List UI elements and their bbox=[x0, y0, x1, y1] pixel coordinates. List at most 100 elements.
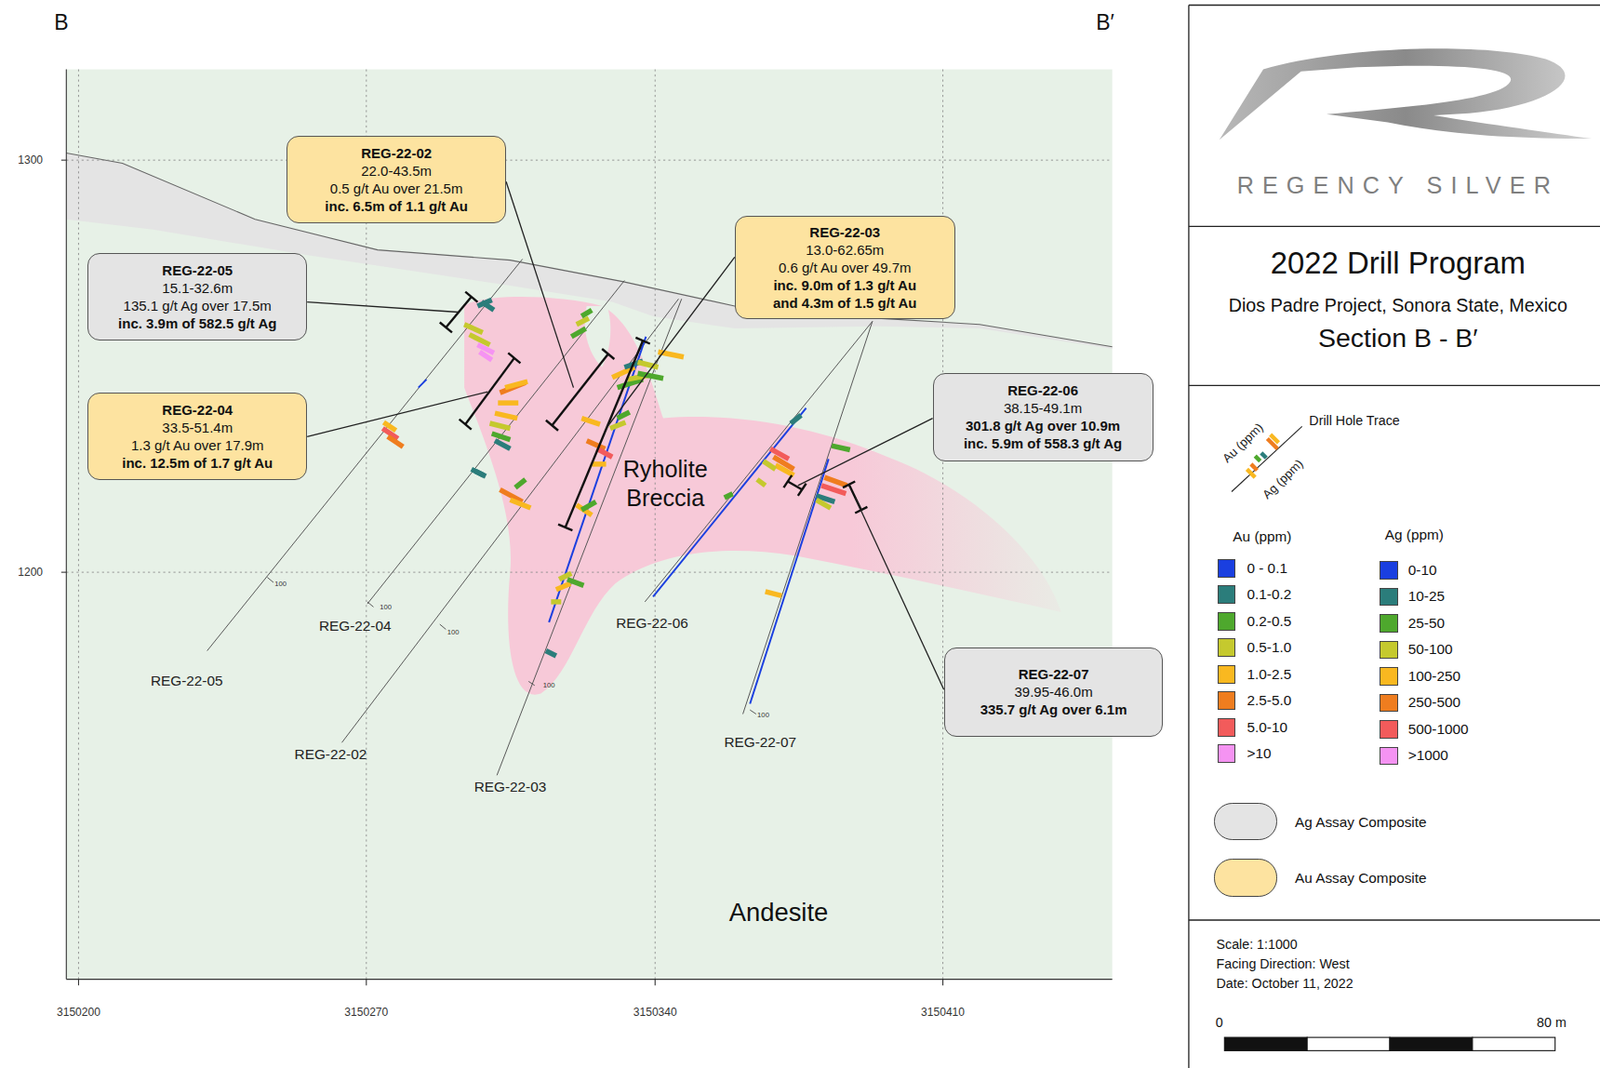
assay-text: 13.0-62.65m bbox=[805, 240, 884, 259]
hole-id: REG-22-07 bbox=[1018, 665, 1090, 683]
assay-bar bbox=[494, 440, 510, 450]
legend-text: 250-500 bbox=[1408, 694, 1461, 712]
legend-swatch bbox=[1217, 585, 1237, 604]
hole-id: REG-22-06 bbox=[1007, 381, 1079, 400]
leader-lines bbox=[306, 181, 944, 690]
assay-bar bbox=[763, 461, 776, 470]
assay-text: 135.1 g/t Ag over 17.5m bbox=[123, 296, 272, 315]
legend-text: 10-25 bbox=[1408, 588, 1445, 606]
assay-text: 38.15-49.1m bbox=[1003, 399, 1082, 417]
subtitle: Section B - B′ bbox=[1318, 322, 1479, 354]
assay-bar bbox=[757, 479, 766, 486]
assay-text: 39.95-46.0m bbox=[1013, 682, 1093, 701]
overburden bbox=[66, 152, 1112, 349]
section-end: B′ bbox=[1095, 10, 1115, 35]
assay-text: 301.8 g/t Ag over 10.9m bbox=[965, 416, 1120, 435]
legend-text: 0-10 bbox=[1408, 561, 1438, 579]
hole-id: REG-22-05 bbox=[161, 261, 233, 280]
assay-text: and 4.3m of 1.5 g/t Au bbox=[773, 293, 917, 312]
breccia-notch bbox=[585, 306, 612, 368]
assay-bar bbox=[515, 479, 526, 488]
map-note: Scale: 1:1000 bbox=[1216, 936, 1298, 952]
legend-swatch bbox=[1217, 638, 1237, 657]
assay-bar bbox=[610, 422, 626, 429]
axes bbox=[61, 69, 1113, 987]
depth-mark: 100 bbox=[757, 710, 770, 720]
assay-text: inc. 12.5m of 1.7 g/t Au bbox=[121, 453, 273, 472]
assay-bar bbox=[492, 433, 511, 440]
assay-text: inc. 5.9m of 558.3 g/t Ag bbox=[963, 434, 1122, 453]
legend-swatch bbox=[1217, 612, 1237, 631]
assay-bar bbox=[831, 445, 851, 450]
company-name: REGENCY SILVER bbox=[1237, 172, 1560, 200]
legend-swatch bbox=[1217, 559, 1237, 578]
legend-text: 2.5-5.0 bbox=[1246, 692, 1292, 709]
assay-bar bbox=[550, 599, 561, 604]
assay-bar bbox=[821, 485, 846, 494]
hole-id: REG-22-03 bbox=[809, 223, 880, 241]
assay-bar bbox=[816, 499, 831, 508]
legend-heading: Au (ppm) bbox=[1232, 528, 1292, 546]
legend-text: Drill Hole Trace bbox=[1308, 413, 1400, 428]
assay-text: 335.7 g/t Ag over 6.1m bbox=[980, 700, 1128, 719]
scale-value: 0 bbox=[1215, 1013, 1224, 1029]
assay-bar bbox=[480, 351, 493, 360]
hole-name: REG-22-03 bbox=[474, 779, 547, 797]
legend-swatch bbox=[1379, 666, 1399, 686]
assay-text: 22.0-43.5m bbox=[360, 161, 432, 180]
assay-bar bbox=[387, 436, 403, 447]
legend-text: 0.1-0.2 bbox=[1246, 586, 1292, 603]
assay-bar bbox=[770, 448, 789, 459]
assay-bar bbox=[546, 651, 557, 656]
legend-text: 0 - 0.1 bbox=[1246, 560, 1288, 577]
title: 2022 Drill Program bbox=[1270, 245, 1526, 281]
assay-bar bbox=[494, 413, 518, 418]
legend-swatch bbox=[1379, 613, 1399, 633]
low-assay-trace bbox=[418, 336, 829, 705]
assay-bar bbox=[481, 302, 494, 311]
assay-bar bbox=[571, 328, 586, 337]
assay-bar bbox=[581, 309, 592, 317]
assay-bar bbox=[638, 373, 664, 378]
assay-bar bbox=[597, 448, 613, 457]
assay-bar bbox=[497, 400, 519, 405]
map-note: Date: October 11, 2022 bbox=[1216, 975, 1354, 991]
depth-mark: 100 bbox=[543, 680, 556, 690]
axis-note: Ag (ppm) bbox=[1259, 456, 1306, 502]
assay-callout: REG-22-0433.5-51.4m1.3 g/t Au over 17.9m… bbox=[87, 392, 307, 480]
legend-swatch bbox=[1379, 720, 1399, 739]
depth-mark: 100 bbox=[274, 580, 287, 589]
legend-swatch bbox=[1217, 718, 1237, 737]
legend-swatch bbox=[1379, 693, 1399, 713]
assay-bar bbox=[383, 422, 396, 431]
assay-callout: REG-22-0515.1-32.6m135.1 g/t Ag over 17.… bbox=[87, 253, 307, 341]
hole-name: REG-22-06 bbox=[615, 614, 689, 632]
logo-swoosh bbox=[1219, 48, 1592, 140]
legend-text: 0.5-1.0 bbox=[1246, 639, 1292, 656]
assay-bar bbox=[490, 423, 511, 428]
northing-tick: 3150200 bbox=[56, 1006, 101, 1020]
assay-bar bbox=[591, 461, 606, 467]
hole-name: REG-22-05 bbox=[150, 673, 224, 691]
drill-hole-traces bbox=[207, 259, 873, 776]
legend-text: Ag Assay Composite bbox=[1294, 813, 1427, 831]
assay-callout: REG-22-0222.0-43.5m0.5 g/t Au over 21.5m… bbox=[286, 135, 507, 224]
elevation-tick: 1200 bbox=[17, 566, 43, 580]
hole-id: REG-22-02 bbox=[360, 144, 432, 162]
assay-callout: REG-22-0638.15-49.1m301.8 g/t Ag over 10… bbox=[933, 373, 1154, 461]
hole-id: REG-22-04 bbox=[161, 400, 233, 419]
assay-text: 33.5-51.4m bbox=[161, 418, 233, 437]
hole-name: REG-22-02 bbox=[294, 746, 368, 764]
elevation-tick: 1300 bbox=[17, 154, 43, 168]
assay-text: 0.5 g/t Au over 21.5m bbox=[330, 179, 464, 198]
legend-text: 500-1000 bbox=[1408, 720, 1469, 738]
legend-text: 25-50 bbox=[1408, 614, 1445, 632]
legend-swatch bbox=[1217, 744, 1237, 763]
map-note: Facing Direction: West bbox=[1216, 956, 1350, 972]
section-end: B bbox=[53, 10, 68, 35]
scale-value: 80 m bbox=[1536, 1013, 1567, 1029]
assay-bar bbox=[581, 418, 600, 426]
assay-callout: REG-22-0313.0-62.65m0.6 g/t Au over 49.7… bbox=[734, 215, 956, 320]
legend-text: 50-100 bbox=[1408, 641, 1454, 659]
assay-bar bbox=[586, 440, 606, 450]
